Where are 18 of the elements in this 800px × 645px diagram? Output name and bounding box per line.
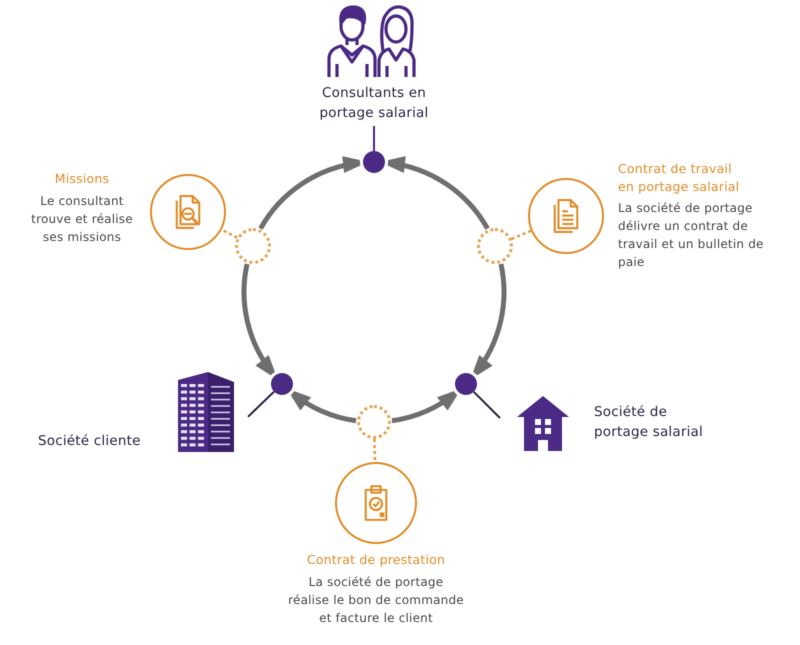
dotted-line	[373, 438, 376, 462]
connector-line	[373, 126, 375, 151]
step-description: Le consultant trouve et réalise ses missions	[30, 192, 134, 246]
dotted-line	[511, 230, 532, 240]
step-title: Contrat de prestation	[306, 551, 446, 568]
step-title: Contrat de travail en portage salarial	[618, 160, 740, 195]
entity-label: Consultants en portage salarial	[318, 84, 430, 123]
dot-marker	[363, 151, 385, 173]
step-description: La société de portage réalise le bon de commande et facture le client	[288, 574, 464, 626]
dot-marker	[455, 373, 477, 395]
connector-line	[473, 391, 501, 419]
step-description: La société de portage délivre un contrat de travail et un bulletin de paie	[618, 200, 765, 271]
step-title: Missions	[54, 170, 110, 188]
dotted-line	[221, 228, 238, 239]
entity-label: Société cliente	[38, 432, 141, 452]
connector-line	[247, 390, 275, 418]
dot-marker	[271, 373, 293, 395]
entity-label: Société de portage salarial	[594, 403, 704, 442]
